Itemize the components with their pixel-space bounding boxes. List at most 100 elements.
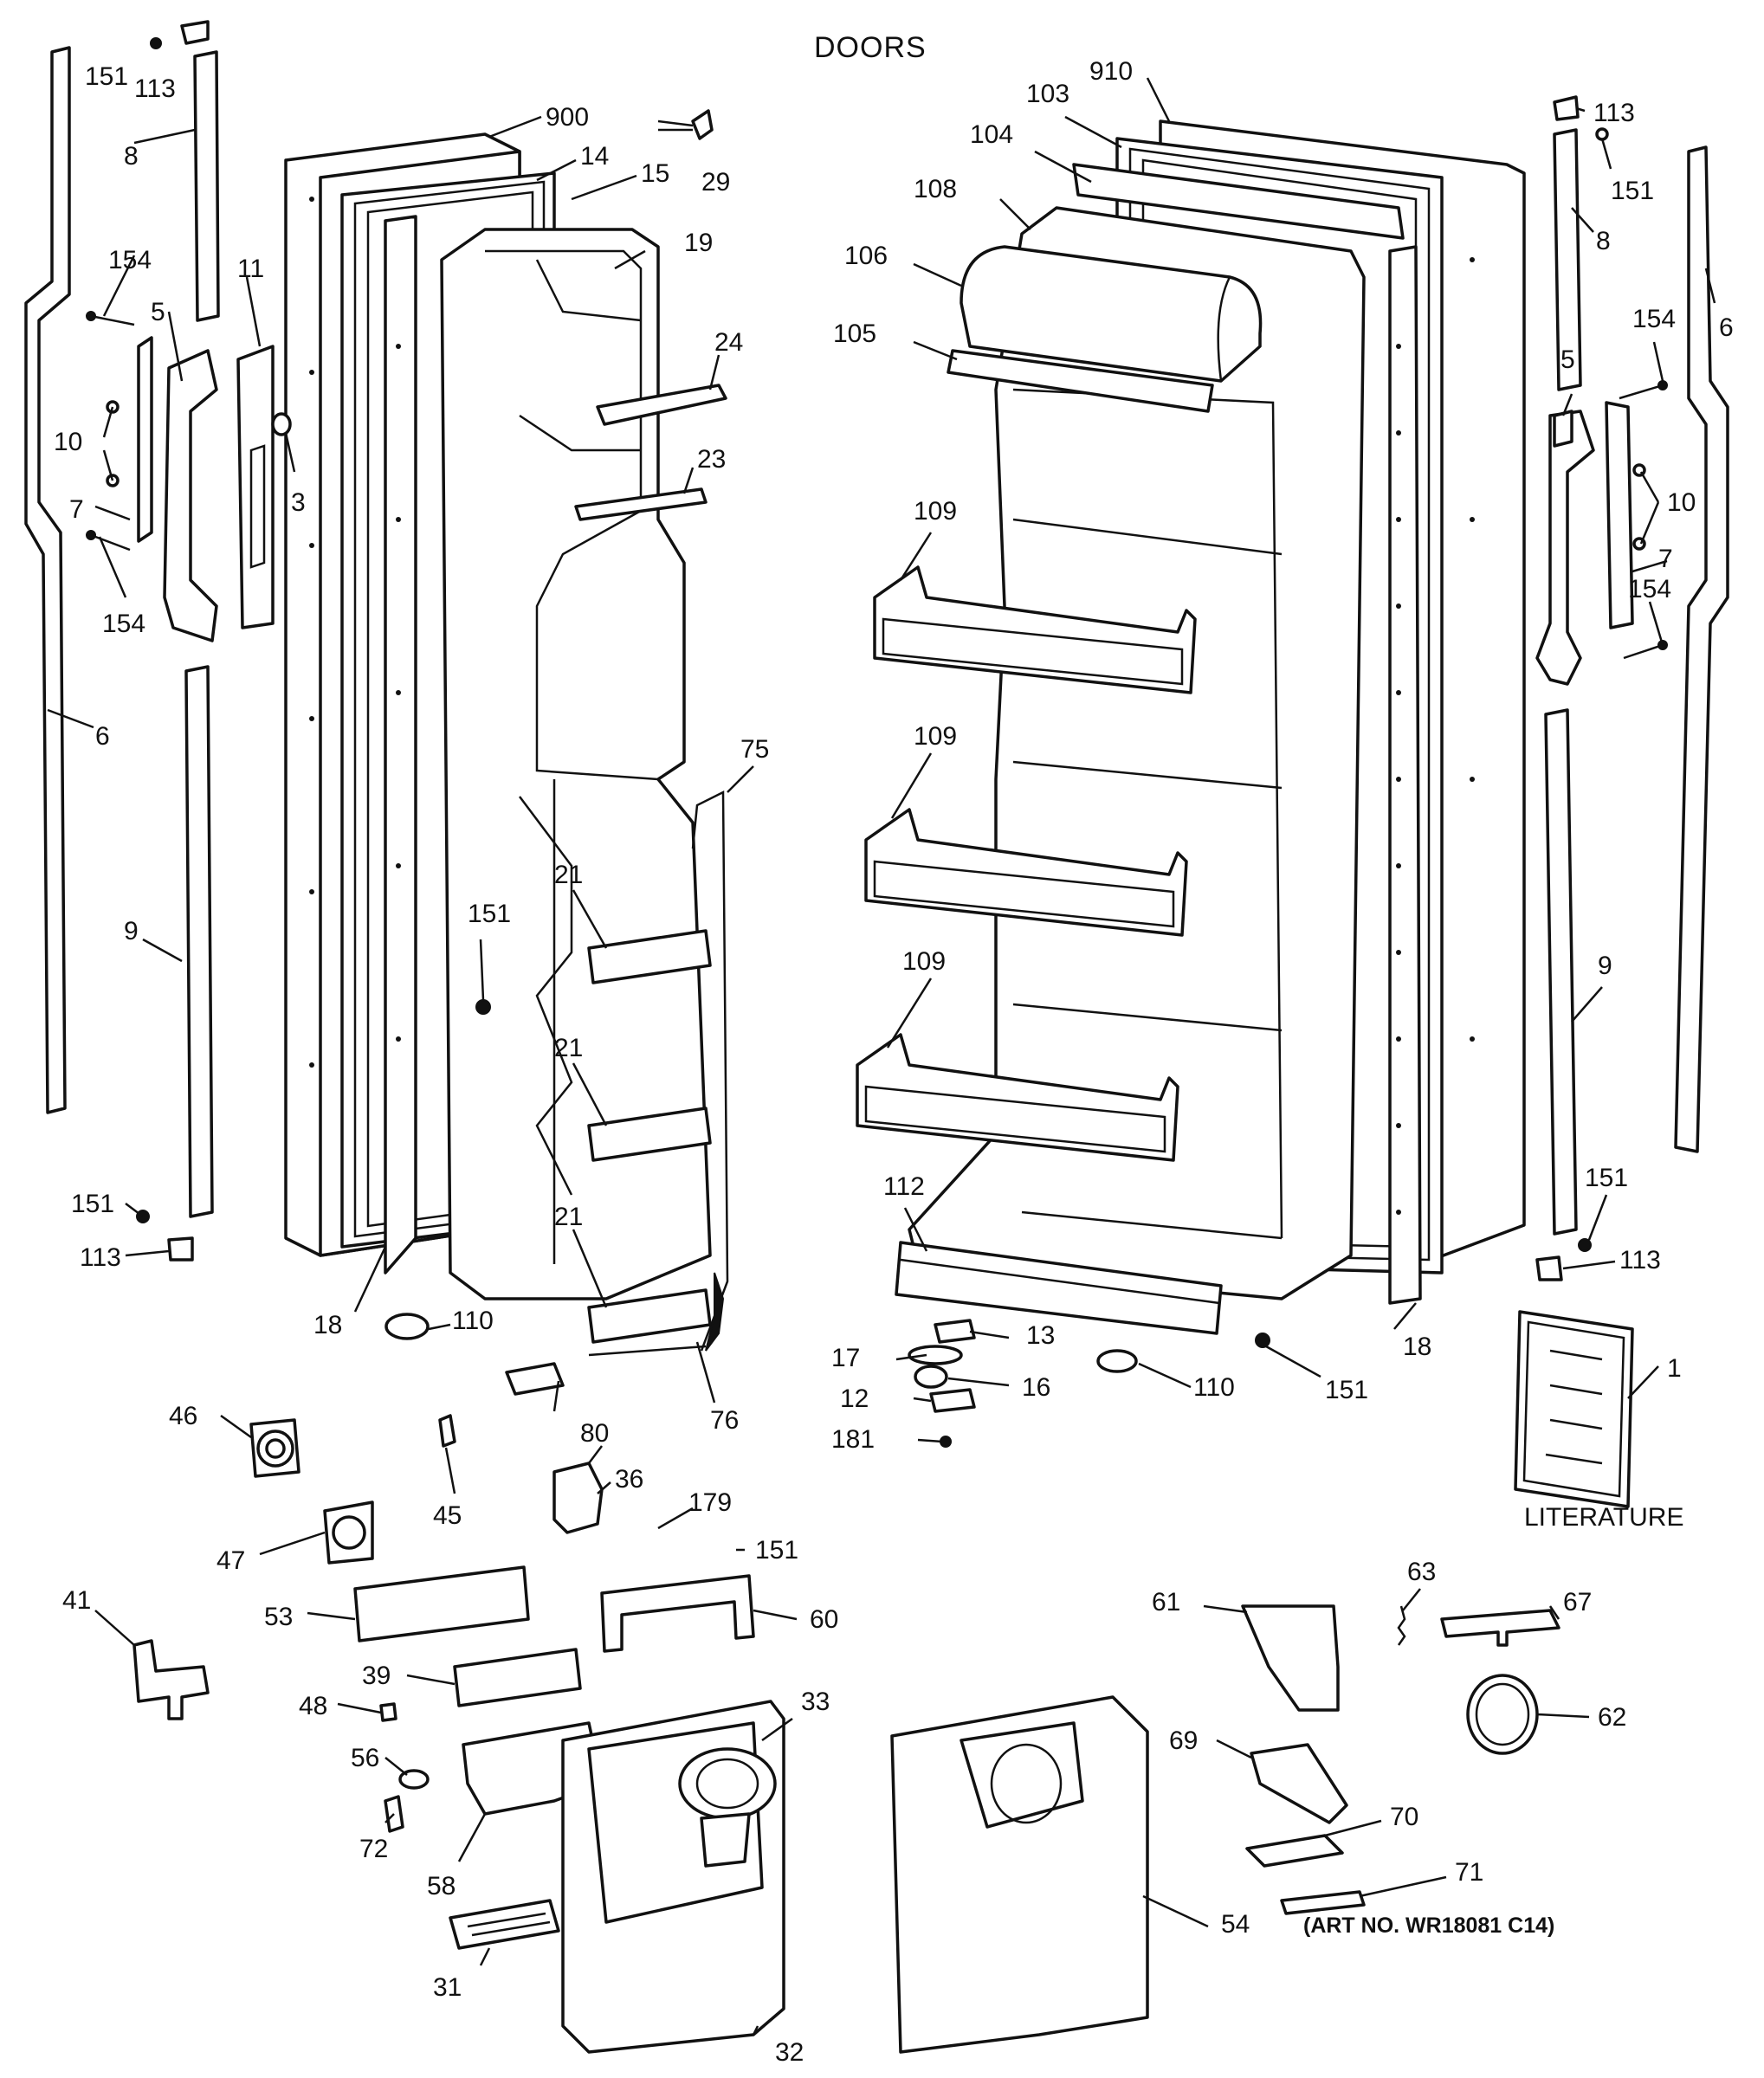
dispenser-spring-63 <box>1397 1605 1406 1646</box>
label-113: 113 <box>80 1243 121 1272</box>
right-door-dots <box>1396 257 1475 1215</box>
right-trim-8 <box>1553 128 1582 391</box>
left-water-tube-75-76 <box>588 790 729 1357</box>
label-56: 56 <box>351 1744 379 1772</box>
label-1: 1 <box>1667 1354 1682 1383</box>
dispenser-switch-45 <box>438 1414 456 1448</box>
label-12: 12 <box>840 1384 869 1413</box>
dispenser-pad-71 <box>1280 1890 1366 1915</box>
dispenser-chute-61 <box>1241 1604 1340 1712</box>
left-trim-6 <box>24 46 71 1114</box>
label-75: 75 <box>740 735 769 764</box>
label-181: 181 <box>831 1425 875 1454</box>
right-trim-9 <box>1544 708 1578 1236</box>
label-151: 151 <box>1325 1376 1368 1404</box>
label-151: 151 <box>1611 177 1654 205</box>
label-15: 15 <box>641 159 669 188</box>
label-18: 18 <box>1403 1333 1431 1361</box>
label-109: 109 <box>914 722 957 751</box>
label-900: 900 <box>546 103 589 132</box>
right-handle-5-7 <box>1535 401 1634 686</box>
label-80: 80 <box>580 1419 609 1448</box>
label-60: 60 <box>810 1605 838 1634</box>
label-7: 7 <box>1658 545 1673 573</box>
label-58: 58 <box>427 1872 456 1901</box>
literature-booklet-1 <box>1514 1310 1634 1508</box>
dispenser-panel-54 <box>890 1695 1149 2054</box>
label-109: 109 <box>902 947 946 976</box>
label-10: 10 <box>1667 488 1696 517</box>
label-69: 69 <box>1169 1726 1198 1755</box>
label-106: 106 <box>844 242 888 270</box>
right-hinge-parts <box>908 1319 1270 1448</box>
label-32: 32 <box>775 2038 804 2067</box>
label-21: 21 <box>554 1203 583 1231</box>
label-10: 10 <box>54 428 82 456</box>
right-trim-6 <box>1674 145 1729 1153</box>
label-151: 151 <box>755 1536 798 1565</box>
left-handle-5-7-11 <box>137 336 292 642</box>
label-48: 48 <box>299 1692 327 1720</box>
left-trim-8 <box>193 50 220 322</box>
label-154: 154 <box>1632 305 1676 333</box>
label-45: 45 <box>433 1501 462 1530</box>
left-screws <box>86 20 210 1262</box>
dispenser-drip-tray-31 <box>449 1899 560 1950</box>
left-door-shelf-rail-23 <box>574 487 708 521</box>
right-door-bin-106 <box>960 245 1263 383</box>
label-67: 67 <box>1563 1588 1592 1617</box>
label-14: 14 <box>580 142 609 171</box>
dispenser-board-39 <box>453 1648 582 1707</box>
left-door-shelf-rail-24 <box>596 384 727 426</box>
dispenser-lever-67 <box>1440 1609 1560 1647</box>
dispenser-arm-70 <box>1245 1834 1344 1868</box>
label-76: 76 <box>710 1406 739 1435</box>
label-19: 19 <box>684 229 713 257</box>
label-41: 41 <box>62 1586 91 1615</box>
label-154: 154 <box>108 246 152 274</box>
label-108: 108 <box>914 175 957 203</box>
dispenser-housing-58-33-32 <box>462 1700 785 2054</box>
label-18: 18 <box>313 1311 342 1339</box>
label-104: 104 <box>970 120 1013 149</box>
label-154: 154 <box>102 610 145 638</box>
label-5: 5 <box>1560 345 1575 374</box>
label-33: 33 <box>801 1688 830 1716</box>
label-54: 54 <box>1221 1910 1250 1939</box>
dispenser-door-69 <box>1250 1743 1348 1824</box>
label-151: 151 <box>1585 1164 1628 1192</box>
label-7: 7 <box>69 495 84 524</box>
left-trim-9 <box>184 665 214 1218</box>
dispenser-bracket-47 <box>323 1500 374 1565</box>
label-110: 110 <box>452 1307 494 1335</box>
label-6: 6 <box>95 722 110 751</box>
dispenser-bracket-41 <box>132 1639 210 1720</box>
label-72: 72 <box>359 1835 388 1863</box>
left-door-gasket-strip-18 <box>384 215 417 1275</box>
label-8: 8 <box>1596 227 1611 255</box>
label-179: 179 <box>688 1488 732 1517</box>
label-31: 31 <box>433 1973 462 2002</box>
label-154: 154 <box>1628 575 1671 603</box>
label-36: 36 <box>615 1465 643 1494</box>
art-number: (ART NO. WR18081 C14) <box>1303 1913 1554 1938</box>
label-9: 9 <box>1598 952 1612 980</box>
left-door-dots <box>309 197 401 1068</box>
label-6: 6 <box>1719 313 1734 342</box>
label-70: 70 <box>1390 1803 1418 1831</box>
label-11: 11 <box>237 255 264 283</box>
label-113: 113 <box>134 74 176 103</box>
right-door-rail-105 <box>947 349 1214 413</box>
dispenser-ring-62 <box>1466 1674 1539 1755</box>
label-109: 109 <box>914 497 957 526</box>
label-17: 17 <box>831 1344 860 1372</box>
label-3: 3 <box>291 488 306 517</box>
label-46: 46 <box>169 1402 197 1430</box>
label-13: 13 <box>1026 1321 1055 1350</box>
label-62: 62 <box>1598 1703 1626 1732</box>
right-door-breaker-104 <box>1072 163 1405 240</box>
left-hardware-small <box>384 109 714 1396</box>
label-910: 910 <box>1089 57 1133 86</box>
label-103: 103 <box>1026 80 1069 108</box>
label-5: 5 <box>151 298 165 326</box>
